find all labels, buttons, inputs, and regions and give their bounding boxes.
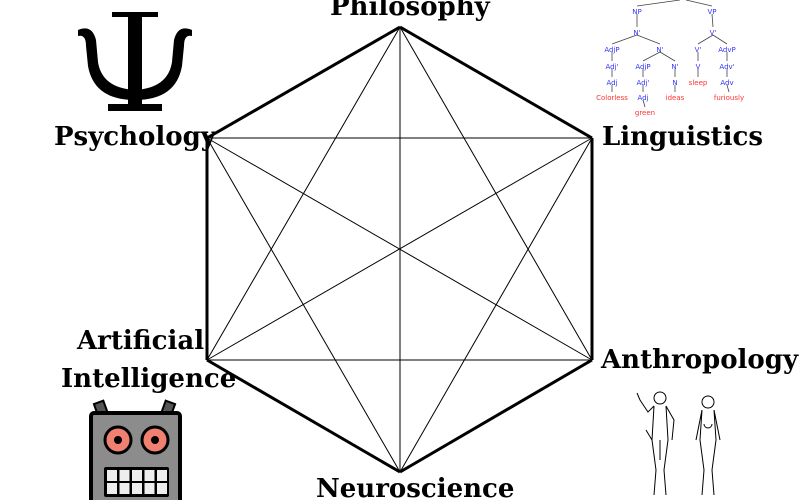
tree-node: green: [635, 109, 655, 117]
hexagon-diagonal: [206, 137, 401, 473]
tree-node: NP: [632, 8, 641, 16]
robot-tooth: [107, 483, 117, 494]
tree-node: AdjP: [635, 63, 650, 71]
robot-tooth: [119, 483, 130, 494]
node-linguistics: Linguistics: [602, 122, 764, 152]
tree-node: Adj: [637, 94, 648, 102]
robot-icon: [89, 399, 182, 500]
tree-node: ideas: [666, 94, 685, 102]
tree-node: Adv': [719, 63, 734, 71]
hexagon-edge: [206, 358, 401, 474]
robot-tooth: [107, 470, 117, 481]
tree-node: VP: [707, 8, 716, 16]
robot-tooth: [144, 470, 155, 481]
tree-node: AdvP: [718, 46, 735, 54]
tree-node: N': [633, 29, 640, 37]
tree-node: Colorless: [596, 94, 628, 102]
hexagon-edge: [206, 25, 401, 140]
tree-node: Adv: [720, 79, 733, 87]
human-figures-icon: [636, 391, 721, 496]
tree-node: Adj': [606, 63, 619, 71]
node-psychology: Psychology: [54, 122, 216, 152]
tree-node: sleep: [689, 79, 708, 87]
tree-node: V': [710, 29, 717, 37]
hexagon: [205, 25, 594, 474]
robot-tooth: [157, 470, 167, 481]
tree-node: N': [656, 46, 663, 54]
tree-node: V: [696, 63, 701, 71]
robot-tooth: [119, 470, 130, 481]
tree-node: Adj: [606, 79, 617, 87]
tree-node: Adj': [637, 79, 650, 87]
psi-icon: [78, 12, 192, 111]
node-artificial-intelligence-line2: Intelligence: [61, 364, 237, 394]
robot-tooth: [132, 470, 142, 481]
robot-tooth: [132, 483, 142, 494]
tree-node: AdjP: [604, 46, 619, 54]
robot-tooth: [157, 483, 167, 494]
hexagon-diagonal: [206, 137, 593, 361]
tree-node: N': [671, 63, 678, 71]
node-neuroscience: Neuroscience: [316, 474, 515, 504]
tree-node: furiously: [714, 94, 744, 102]
hexagon-edge: [399, 25, 593, 140]
node-artificial-intelligence-line1: Artificial: [77, 326, 205, 356]
hexagon-edge: [399, 358, 593, 474]
tree-node: V': [695, 46, 702, 54]
node-anthropology: Anthropology: [601, 345, 799, 375]
node-philosophy: Philosophy: [330, 0, 490, 22]
tree-node: N: [672, 79, 677, 87]
robot-tooth: [144, 483, 155, 494]
